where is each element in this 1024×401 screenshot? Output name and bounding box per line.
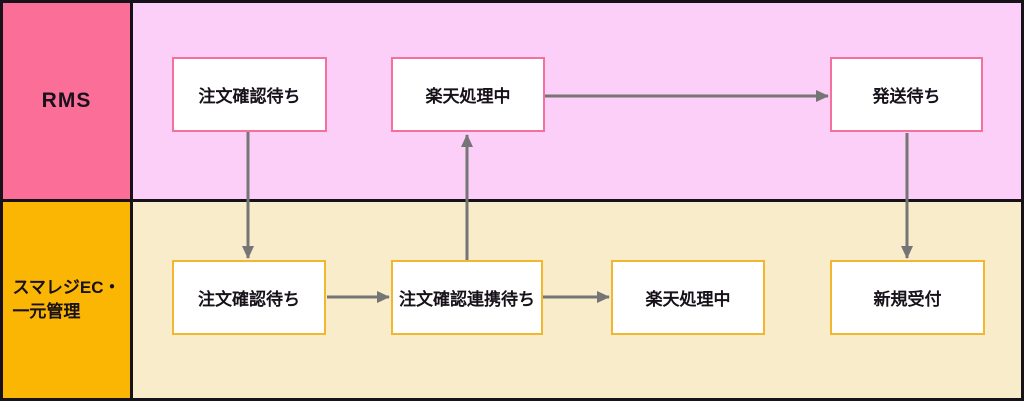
smaregi-lane-title-line1: スマレジEC・ [12,278,121,298]
rms-lane-title: RMS [41,89,92,112]
node-rms-order-confirm-wait: 注文確認待ち [172,57,327,132]
node-label: 発送待ち [872,87,941,106]
node-label: 注文確認待ち [198,290,300,309]
lane-label-rms: RMS [3,3,130,199]
node-smaregi-order-confirm-wait: 注文確認待ち [172,260,326,335]
node-rms-shipping-wait: 発送待ち [830,57,983,132]
lane-label-smaregi: スマレジEC・ 一元管理 [3,202,130,398]
node-label: 注文確認待ち [198,87,301,106]
node-label: 新規受付 [873,290,942,309]
node-label: 楽天処理中 [645,290,731,309]
node-label: 注文確認連携待ち [399,290,535,309]
node-smaregi-new-accept: 新規受付 [830,260,985,335]
smaregi-lane-title-line2: 一元管理 [12,302,81,321]
smaregi-lane-title: スマレジEC・ 一元管理 [12,276,120,324]
node-smaregi-order-confirm-link-wait: 注文確認連携待ち [391,260,543,335]
node-label: 楽天処理中 [425,87,511,106]
node-smaregi-rakuten-processing: 楽天処理中 [611,260,765,335]
node-rms-rakuten-processing: 楽天処理中 [391,57,545,132]
